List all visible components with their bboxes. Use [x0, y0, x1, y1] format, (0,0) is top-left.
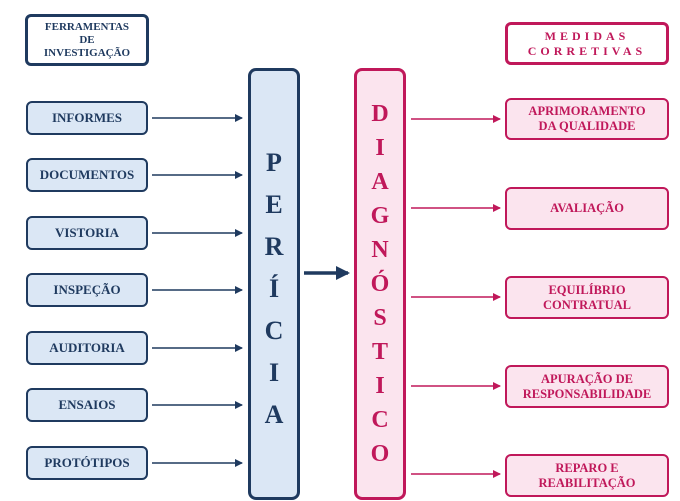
- tool-auditoria: AUDITORIA: [26, 331, 148, 365]
- diagnostico-letter: A: [371, 168, 389, 195]
- diagnostico-letter: N: [371, 236, 389, 263]
- measure-aprimoramento: APRIMORAMENTO DA QUALIDADE: [505, 98, 669, 140]
- measure-equilibrio: EQUILÍBRIO CONTRATUAL: [505, 276, 669, 319]
- pericia-letter: P: [266, 148, 282, 177]
- pericia-letter: E: [265, 190, 283, 219]
- pericia-letter: R: [264, 232, 284, 261]
- tools-header: FERRAMENTAS DE INVESTIGAÇÃO: [25, 14, 149, 66]
- tool-vistoria: VISTORIA: [26, 216, 148, 250]
- diagnostico-letter: I: [375, 134, 385, 161]
- measure-apuracao: APURAÇÃO DE RESPONSABILIDADE: [505, 365, 669, 408]
- tool-documentos: DOCUMENTOS: [26, 158, 148, 192]
- pericia-letter: I: [268, 358, 280, 387]
- measure-avaliacao: AVALIAÇÃO: [505, 187, 669, 230]
- diagnostico-letter: D: [371, 100, 389, 127]
- diagnostico-box: D I A G N Ó S T I C O: [354, 68, 406, 500]
- pericia-letter: Í: [268, 274, 280, 303]
- tool-inspecao: INSPEÇÃO: [26, 273, 148, 307]
- diagnostico-letter: T: [371, 338, 388, 365]
- diagnostico-letter: S: [373, 304, 387, 331]
- diagnostico-letter: I: [375, 372, 385, 399]
- measures-header: MEDIDAS CORRETIVAS: [505, 22, 669, 65]
- diagnostico-letter: C: [371, 406, 389, 433]
- tool-informes: INFORMES: [26, 101, 148, 135]
- pericia-letter: A: [264, 400, 284, 429]
- tool-ensaios: ENSAIOS: [26, 388, 148, 422]
- pericia-letter: C: [264, 316, 284, 345]
- diagnostico-letter: Ó: [370, 270, 390, 297]
- measure-reparo: REPARO E REABILITAÇÃO: [505, 454, 669, 497]
- tool-prototipos: PROTÓTIPOS: [26, 446, 148, 480]
- diagnostico-letter: G: [370, 202, 390, 229]
- pericia-box: P E R Í C I A: [248, 68, 300, 500]
- diagnostico-letter: O: [370, 440, 390, 467]
